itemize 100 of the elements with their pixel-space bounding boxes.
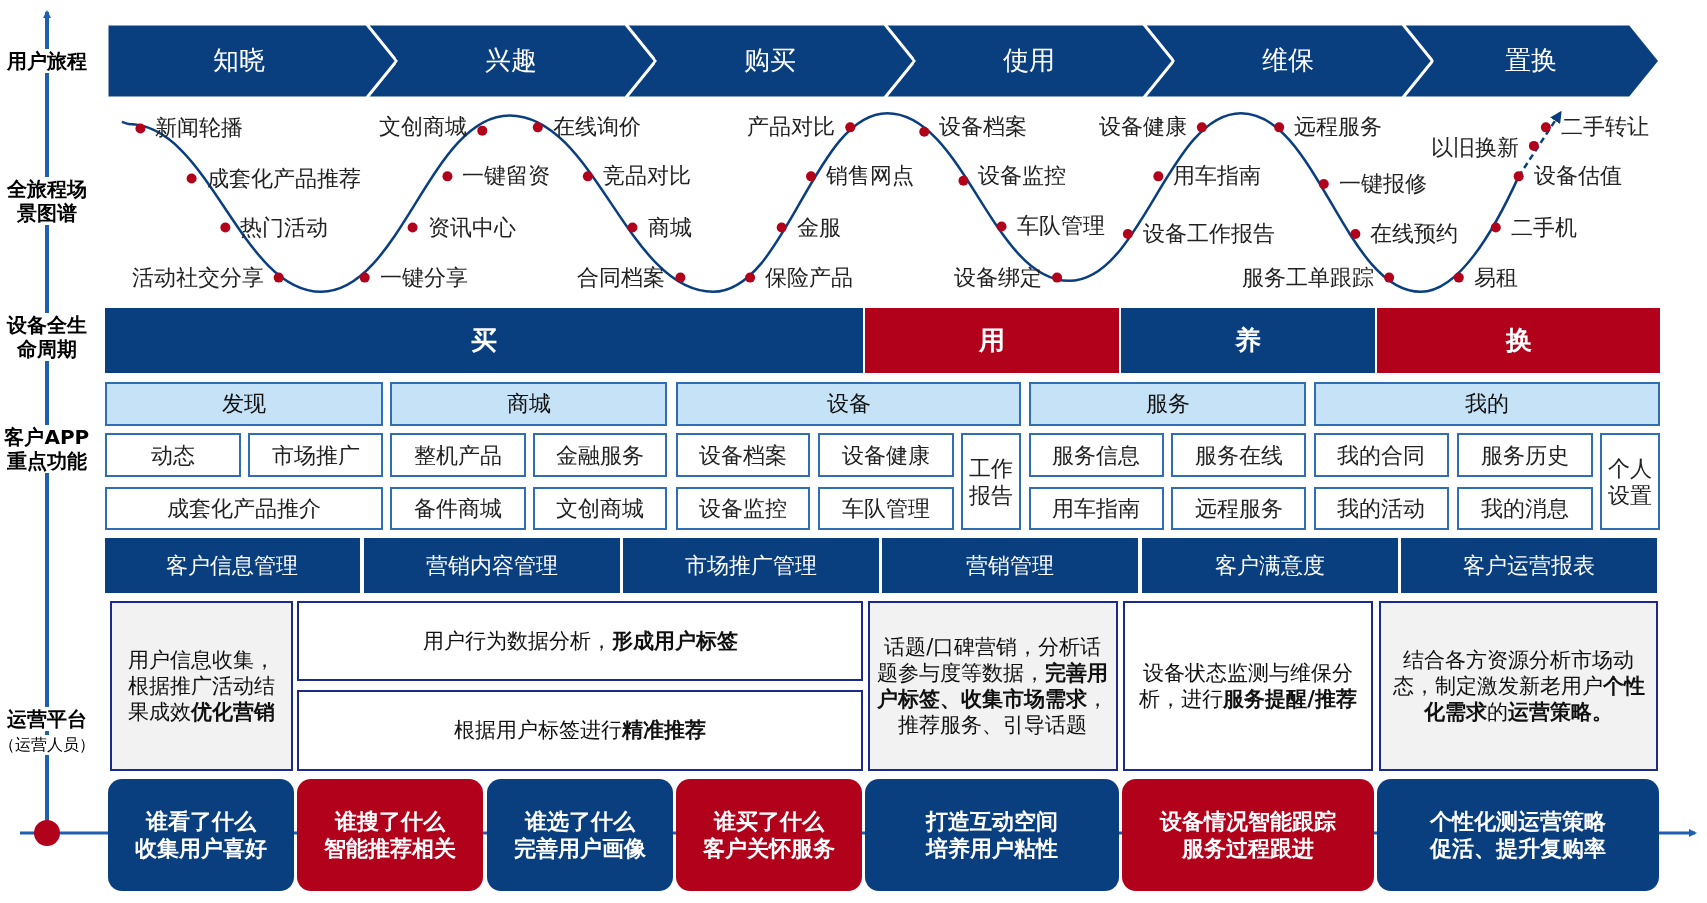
description-panel — [1379, 600, 1658, 771]
module-bar — [363, 537, 620, 594]
feature-label: 工作报告 — [968, 454, 1015, 509]
stage-label: 维保 — [1261, 45, 1314, 77]
touchpoint-label: 一键留资 — [462, 164, 551, 189]
lifecycle-band — [1121, 308, 1375, 374]
phase-label: 换 — [1505, 325, 1532, 357]
feature-label: 远程服务 — [1194, 494, 1283, 522]
touchpoint-label: 金服 — [796, 215, 841, 240]
touchpoint-label: 在线询价 — [552, 115, 641, 140]
lifecycle-band — [1377, 308, 1661, 374]
summary-text: 谁看了什么 — [145, 808, 256, 835]
description-text: 设备状态监测与维保分析，进行服务提醒/推荐 — [1138, 659, 1358, 712]
touchpoint-label: 新闻轮播 — [155, 116, 244, 141]
lifecycle-band — [865, 308, 1120, 374]
phase-label: 用 — [979, 325, 1006, 357]
feature-tile — [676, 433, 810, 477]
phase-label: 养 — [1235, 325, 1262, 357]
module-label: 客户运营报表 — [1463, 552, 1595, 580]
feature-tile — [104, 433, 241, 477]
feature-tile — [533, 433, 668, 477]
module-bar — [1401, 537, 1657, 594]
description-text: 根据用户标签进行精准推荐 — [454, 717, 707, 744]
touchpoint-label: 保险产品 — [765, 265, 854, 290]
feature-label: 我的合同 — [1337, 441, 1426, 469]
touchpoint-label: 资讯中心 — [427, 215, 516, 240]
feature-label: 设备档案 — [699, 441, 787, 469]
touchpoint-label: 产品对比 — [747, 115, 836, 140]
description-text: 结合各方资源分析市场动态，制定激发新老用户个性化需求的运营策略。 — [1391, 646, 1646, 725]
touchpoint-label: 设备监控 — [978, 164, 1067, 189]
feature-label: 金融服务 — [556, 441, 645, 469]
feature-label: 我的活动 — [1337, 494, 1426, 522]
touchpoint-label: 设备估值 — [1533, 164, 1622, 189]
category-label: 服务 — [1145, 390, 1190, 418]
feature-tile — [389, 486, 526, 531]
touchpoint-label: 服务工单跟踪 — [1242, 265, 1375, 290]
category-label: 我的 — [1465, 390, 1510, 418]
touchpoint-label: 二手机 — [1510, 215, 1577, 240]
touchpoint-label: 易租 — [1473, 265, 1518, 290]
description-text: 话题/口碑营销，分析话题参与度等数据，完善用户标签、收集市场需求，推荐服务、引导话题 — [876, 633, 1110, 738]
touchpoint-label: 一键分享 — [379, 265, 468, 290]
category-label: 设备 — [826, 390, 871, 418]
description-panel — [867, 600, 1118, 771]
module-bar — [1141, 537, 1398, 594]
touchpoint-label: 设备绑定 — [954, 265, 1043, 290]
stage-banner — [106, 23, 397, 98]
feature-label: 成套化产品推介 — [166, 494, 321, 522]
summary-text: 设备情况智能跟踪 — [1160, 808, 1337, 835]
touchpoint-label: 竞品对比 — [602, 164, 691, 189]
summary-text: 智能推荐相关 — [324, 835, 457, 862]
feature-label: 市场推广 — [271, 441, 360, 469]
module-label: 营销内容管理 — [425, 552, 558, 580]
summary-text: 服务过程跟进 — [1182, 835, 1315, 862]
feature-label: 设备健康 — [841, 441, 930, 469]
touchpoint-label: 设备档案 — [939, 115, 1028, 140]
stage-label: 购买 — [743, 45, 796, 77]
description-panel — [109, 600, 293, 771]
feature-tile — [817, 433, 954, 477]
summary-text: 打造互动空间 — [926, 808, 1059, 835]
feature-label: 备件商城 — [413, 494, 502, 522]
touchpoint-label: 文创商城 — [379, 115, 468, 140]
category-header — [104, 382, 384, 426]
feature-label: 我的消息 — [1480, 494, 1569, 522]
feature-tile — [104, 486, 384, 531]
feature-tile — [676, 486, 810, 531]
feature-label: 整机产品 — [413, 441, 502, 469]
summary-text: 谁搜了什么 — [335, 808, 446, 835]
category-label: 发现 — [221, 390, 266, 418]
feature-label: 服务历史 — [1480, 441, 1569, 469]
touchpoint-label: 商城 — [647, 215, 692, 240]
module-label: 市场推广管理 — [685, 552, 818, 580]
feature-tile — [961, 433, 1022, 531]
category-header — [389, 382, 668, 426]
module-label: 营销管理 — [966, 552, 1055, 580]
feature-tile — [1314, 433, 1449, 477]
touchpoint-label: 远程服务 — [1294, 115, 1383, 140]
category-header — [676, 382, 1022, 426]
summary-card — [1122, 779, 1374, 891]
summary-card — [865, 779, 1120, 891]
summary-card — [486, 779, 673, 891]
summary-text: 收集用户喜好 — [134, 835, 267, 862]
summary-text: 促活、提升复购率 — [1430, 835, 1607, 862]
feature-tile — [533, 486, 668, 531]
module-label: 客户满意度 — [1214, 552, 1325, 580]
feature-tile — [1456, 433, 1593, 477]
phase-label: 买 — [470, 325, 497, 357]
summary-card — [676, 779, 863, 891]
feature-tile — [1600, 433, 1661, 531]
description-panel — [297, 600, 864, 682]
feature-label: 服务信息 — [1052, 441, 1141, 469]
stage-label: 兴趣 — [484, 45, 537, 77]
module-bar — [623, 537, 879, 594]
category-header — [1314, 382, 1661, 426]
description-text: 用户行为数据分析，形成用户标签 — [422, 628, 738, 655]
module-label: 客户信息管理 — [166, 552, 299, 580]
summary-text: 谁选了什么 — [524, 808, 635, 835]
touchpoint-label: 在线预约 — [1370, 222, 1459, 247]
feature-tile — [1171, 433, 1307, 477]
feature-tile — [389, 433, 526, 477]
touchpoint-label: 销售网点 — [826, 164, 915, 189]
